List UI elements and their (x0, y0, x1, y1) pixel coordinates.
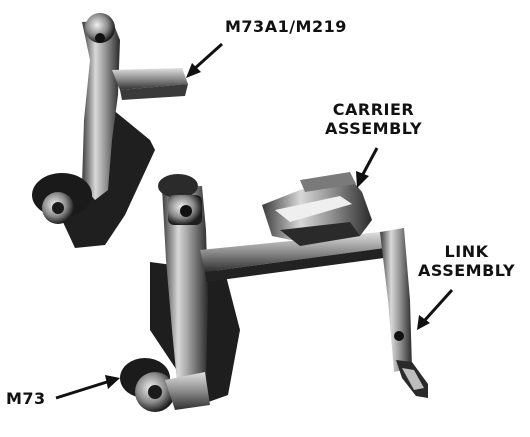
label-carrier-assembly: CARRIER ASSEMBLY (325, 100, 422, 138)
label-link-line1: LINK (444, 242, 489, 261)
label-m73a1-m219-text: M73A1/M219 (225, 17, 347, 36)
m73a1-m219-part (32, 13, 188, 248)
m73-arrow (55, 380, 108, 400)
link-arrow (423, 288, 454, 322)
m73-part (120, 174, 240, 412)
link-assembly-part (380, 228, 428, 398)
m73a1-arrowhead (186, 63, 201, 78)
carrier-assembly-part (200, 172, 385, 282)
m73a1-arrow (191, 42, 224, 72)
label-link-assembly: LINK ASSEMBLY (418, 242, 515, 280)
carrier-arrow (360, 147, 379, 177)
label-m73a1-m219: M73A1/M219 (225, 17, 347, 36)
label-carrier-line1: CARRIER (332, 100, 415, 119)
callout-arrows (55, 42, 454, 400)
link-arrowhead (417, 315, 430, 330)
label-m73-text: M73 (6, 389, 46, 408)
label-link-line2: ASSEMBLY (418, 261, 516, 280)
carrier-arrowhead (356, 171, 369, 188)
label-m73: M73 (6, 389, 46, 408)
label-carrier-line2: ASSEMBLY (325, 119, 423, 138)
m73-arrowhead (105, 375, 120, 389)
